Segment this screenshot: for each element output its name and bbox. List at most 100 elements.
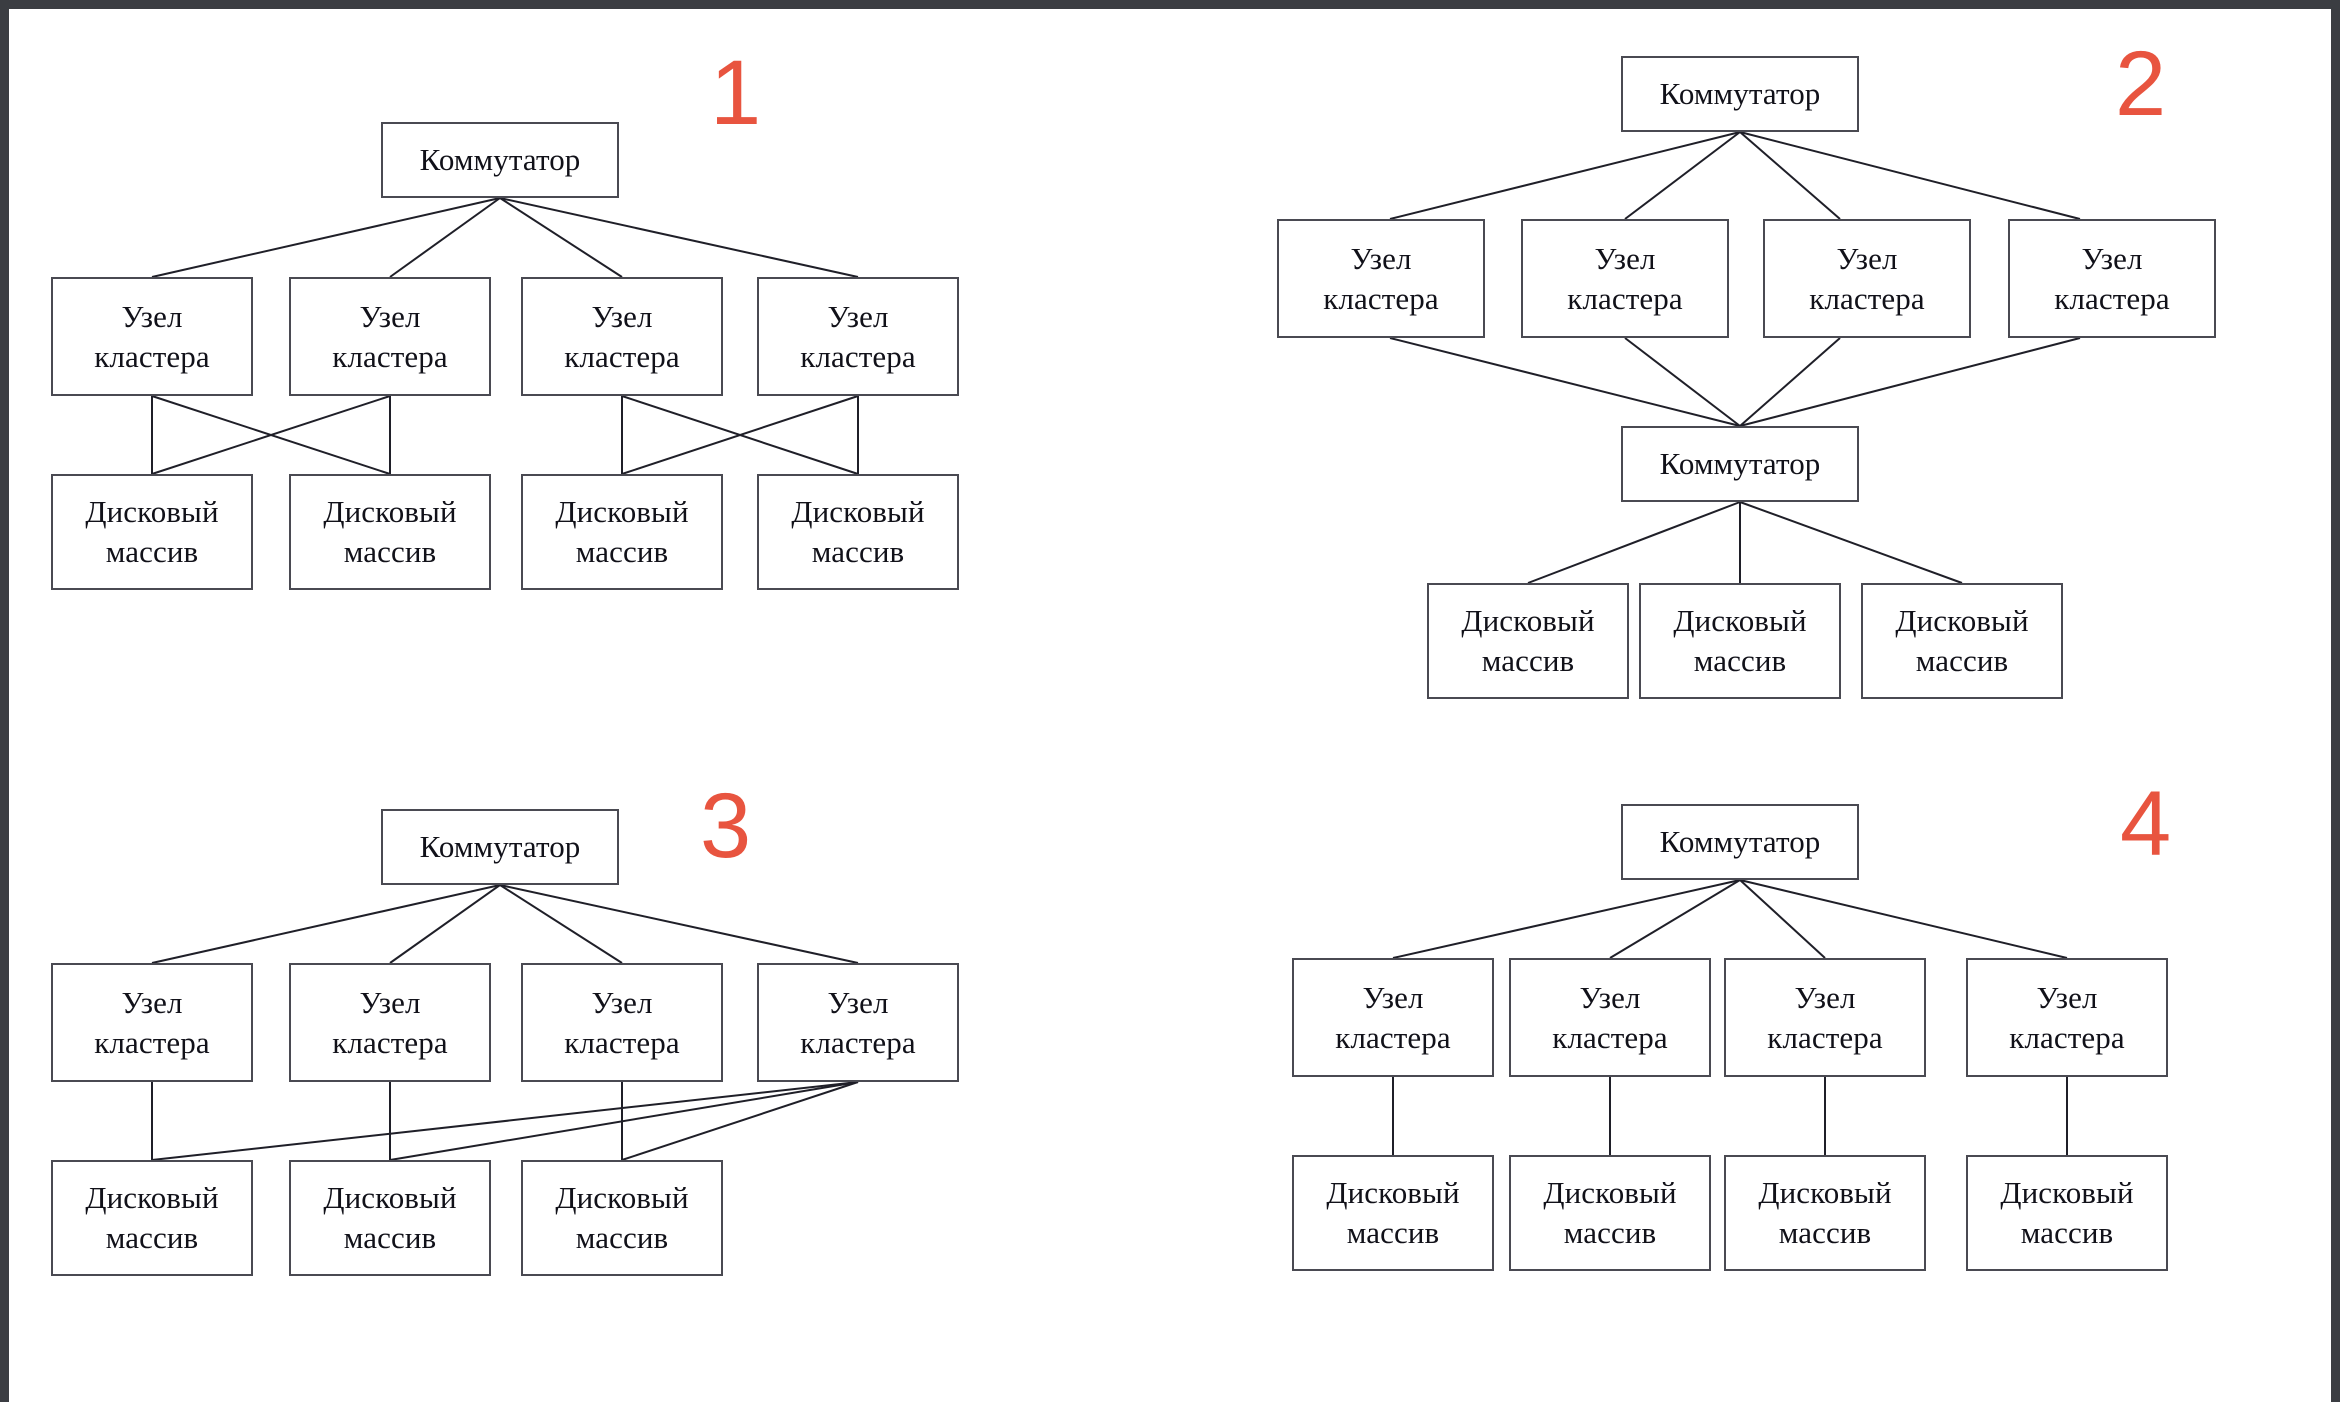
disk-label-line2: массив <box>105 534 199 569</box>
diagram-2-disk-3[interactable]: Дисковый массив <box>1861 583 2063 699</box>
node-label-line2: кластера <box>564 1024 680 1060</box>
diagram-3-number: 3 <box>700 775 752 877</box>
diagram-3-disk-1[interactable]: Дисковый массив <box>51 1160 253 1276</box>
diagram-1-node-1[interactable]: Узел кластера <box>51 277 253 396</box>
diagram-4-disk-3[interactable]: Дисковый массив <box>1724 1155 1926 1271</box>
diagram-2-switch-lower[interactable]: Коммутатор <box>1621 426 1859 502</box>
node-label-line2: кластера <box>1323 280 1439 316</box>
node-label-line1: Узел <box>591 298 653 334</box>
diagram-2-disk-2[interactable]: Дисковый массив <box>1639 583 1841 699</box>
disk-label-line2: массив <box>1346 1215 1440 1250</box>
diagram-3-node-3[interactable]: Узел кластера <box>521 963 723 1082</box>
disk-label-line2: массив <box>811 534 905 569</box>
disk-label-line1: Дисковый <box>791 494 925 530</box>
node-label-line2: кластера <box>2009 1019 2125 1055</box>
node-label-line1: Узел <box>1836 240 1898 276</box>
disk-label-line2: массив <box>343 1220 437 1255</box>
switch-label: Коммутатор <box>1659 446 1821 482</box>
node-label-line1: Узел <box>359 298 421 334</box>
diagram-3-disk-3[interactable]: Дисковый массив <box>521 1160 723 1276</box>
disk-label-line1: Дисковый <box>1461 603 1595 639</box>
disk-label-line2: массив <box>2020 1215 2114 1250</box>
node-label-line2: кластера <box>564 338 680 374</box>
node-label-line1: Узел <box>591 984 653 1020</box>
node-label-line2: кластера <box>332 1024 448 1060</box>
disk-label-line1: Дисковый <box>1673 603 1807 639</box>
disk-label-line1: Дисковый <box>323 1180 457 1216</box>
diagram-2-switch-upper[interactable]: Коммутатор <box>1621 56 1859 132</box>
diagram-4-node-2[interactable]: Узел кластера <box>1509 958 1711 1077</box>
node-label-line2: кластера <box>2054 280 2170 316</box>
node-label-line2: кластера <box>332 338 448 374</box>
diagram-1-disk-4[interactable]: Дисковый массив <box>757 474 959 590</box>
disk-label-line2: массив <box>575 534 669 569</box>
diagram-1-node-3[interactable]: Узел кластера <box>521 277 723 396</box>
diagram-1-disk-1[interactable]: Дисковый массив <box>51 474 253 590</box>
disk-label-line1: Дисковый <box>1895 603 2029 639</box>
node-label-line2: кластера <box>1552 1019 1668 1055</box>
node-label-line1: Узел <box>827 984 889 1020</box>
disk-label-line1: Дисковый <box>85 494 219 530</box>
diagram-4-switch[interactable]: Коммутатор <box>1621 804 1859 880</box>
switch-label: Коммутатор <box>1659 76 1821 112</box>
disk-label-line1: Дисковый <box>1543 1175 1677 1211</box>
disk-label-line2: массив <box>1481 643 1575 678</box>
disk-label-line2: массив <box>1915 643 2009 678</box>
disk-label-line1: Дисковый <box>1326 1175 1460 1211</box>
diagram-4-node-3[interactable]: Узел кластера <box>1724 958 1926 1077</box>
diagram-2-node-4[interactable]: Узел кластера <box>2008 219 2216 338</box>
node-label-line1: Узел <box>121 984 183 1020</box>
node-label-line1: Узел <box>1350 240 1412 276</box>
disk-label-line2: массив <box>105 1220 199 1255</box>
node-label-line1: Узел <box>1362 979 1424 1015</box>
diagram-4-node-1[interactable]: Узел кластера <box>1292 958 1494 1077</box>
diagram-1-number: 1 <box>710 42 762 144</box>
diagram-1-node-4[interactable]: Узел кластера <box>757 277 959 396</box>
diagram-4-number: 4 <box>2120 773 2172 875</box>
page-frame-left <box>0 0 9 1402</box>
disk-label-line2: массив <box>343 534 437 569</box>
diagram-4-disk-1[interactable]: Дисковый массив <box>1292 1155 1494 1271</box>
disk-label-line2: массив <box>1563 1215 1657 1250</box>
diagram-3: 3 Коммутатор Узел кластера Узел кластера… <box>0 760 1040 1402</box>
diagram-4-disk-4[interactable]: Дисковый массив <box>1966 1155 2168 1271</box>
disk-label-line2: массив <box>1778 1215 1872 1250</box>
page-frame-top <box>0 0 2340 9</box>
diagram-4-node-4[interactable]: Узел кластера <box>1966 958 2168 1077</box>
diagram-1-node-2[interactable]: Узел кластера <box>289 277 491 396</box>
disk-label-line1: Дисковый <box>323 494 457 530</box>
switch-label: Коммутатор <box>419 142 581 178</box>
diagram-3-switch[interactable]: Коммутатор <box>381 809 619 885</box>
node-label-line2: кластера <box>1335 1019 1451 1055</box>
node-label-line2: кластера <box>94 338 210 374</box>
diagram-3-node-2[interactable]: Узел кластера <box>289 963 491 1082</box>
diagram-1: 1 Коммутатор Узел кластера Узел кластера… <box>0 0 1040 680</box>
disk-label-line1: Дисковый <box>1758 1175 1892 1211</box>
disk-label-line1: Дисковый <box>555 1180 689 1216</box>
node-label-line2: кластера <box>94 1024 210 1060</box>
diagram-2-node-1[interactable]: Узел кластера <box>1277 219 1485 338</box>
page-frame-right <box>2331 0 2340 1402</box>
diagram-1-switch[interactable]: Коммутатор <box>381 122 619 198</box>
node-label-line1: Узел <box>1794 979 1856 1015</box>
diagram-4: 4 Коммутатор Узел кластера Узел кластера… <box>1240 760 2340 1402</box>
diagram-3-disk-2[interactable]: Дисковый массив <box>289 1160 491 1276</box>
diagram-2-disk-1[interactable]: Дисковый массив <box>1427 583 1629 699</box>
diagram-2: 2 Коммутатор Узел кластера Узел кластера… <box>1240 0 2340 720</box>
diagram-2-node-3[interactable]: Узел кластера <box>1763 219 1971 338</box>
diagram-2-node-2[interactable]: Узел кластера <box>1521 219 1729 338</box>
node-label-line2: кластера <box>1809 280 1925 316</box>
diagram-1-disk-3[interactable]: Дисковый массив <box>521 474 723 590</box>
node-label-line1: Узел <box>121 298 183 334</box>
node-label-line1: Узел <box>827 298 889 334</box>
diagram-3-node-1[interactable]: Узел кластера <box>51 963 253 1082</box>
node-label-line1: Узел <box>359 984 421 1020</box>
diagram-4-disk-2[interactable]: Дисковый массив <box>1509 1155 1711 1271</box>
diagram-1-disk-2[interactable]: Дисковый массив <box>289 474 491 590</box>
disk-label-line2: массив <box>1693 643 1787 678</box>
diagram-3-node-4[interactable]: Узел кластера <box>757 963 959 1082</box>
node-label-line2: кластера <box>800 338 916 374</box>
disk-label-line2: массив <box>575 1220 669 1255</box>
node-label-line1: Узел <box>1594 240 1656 276</box>
